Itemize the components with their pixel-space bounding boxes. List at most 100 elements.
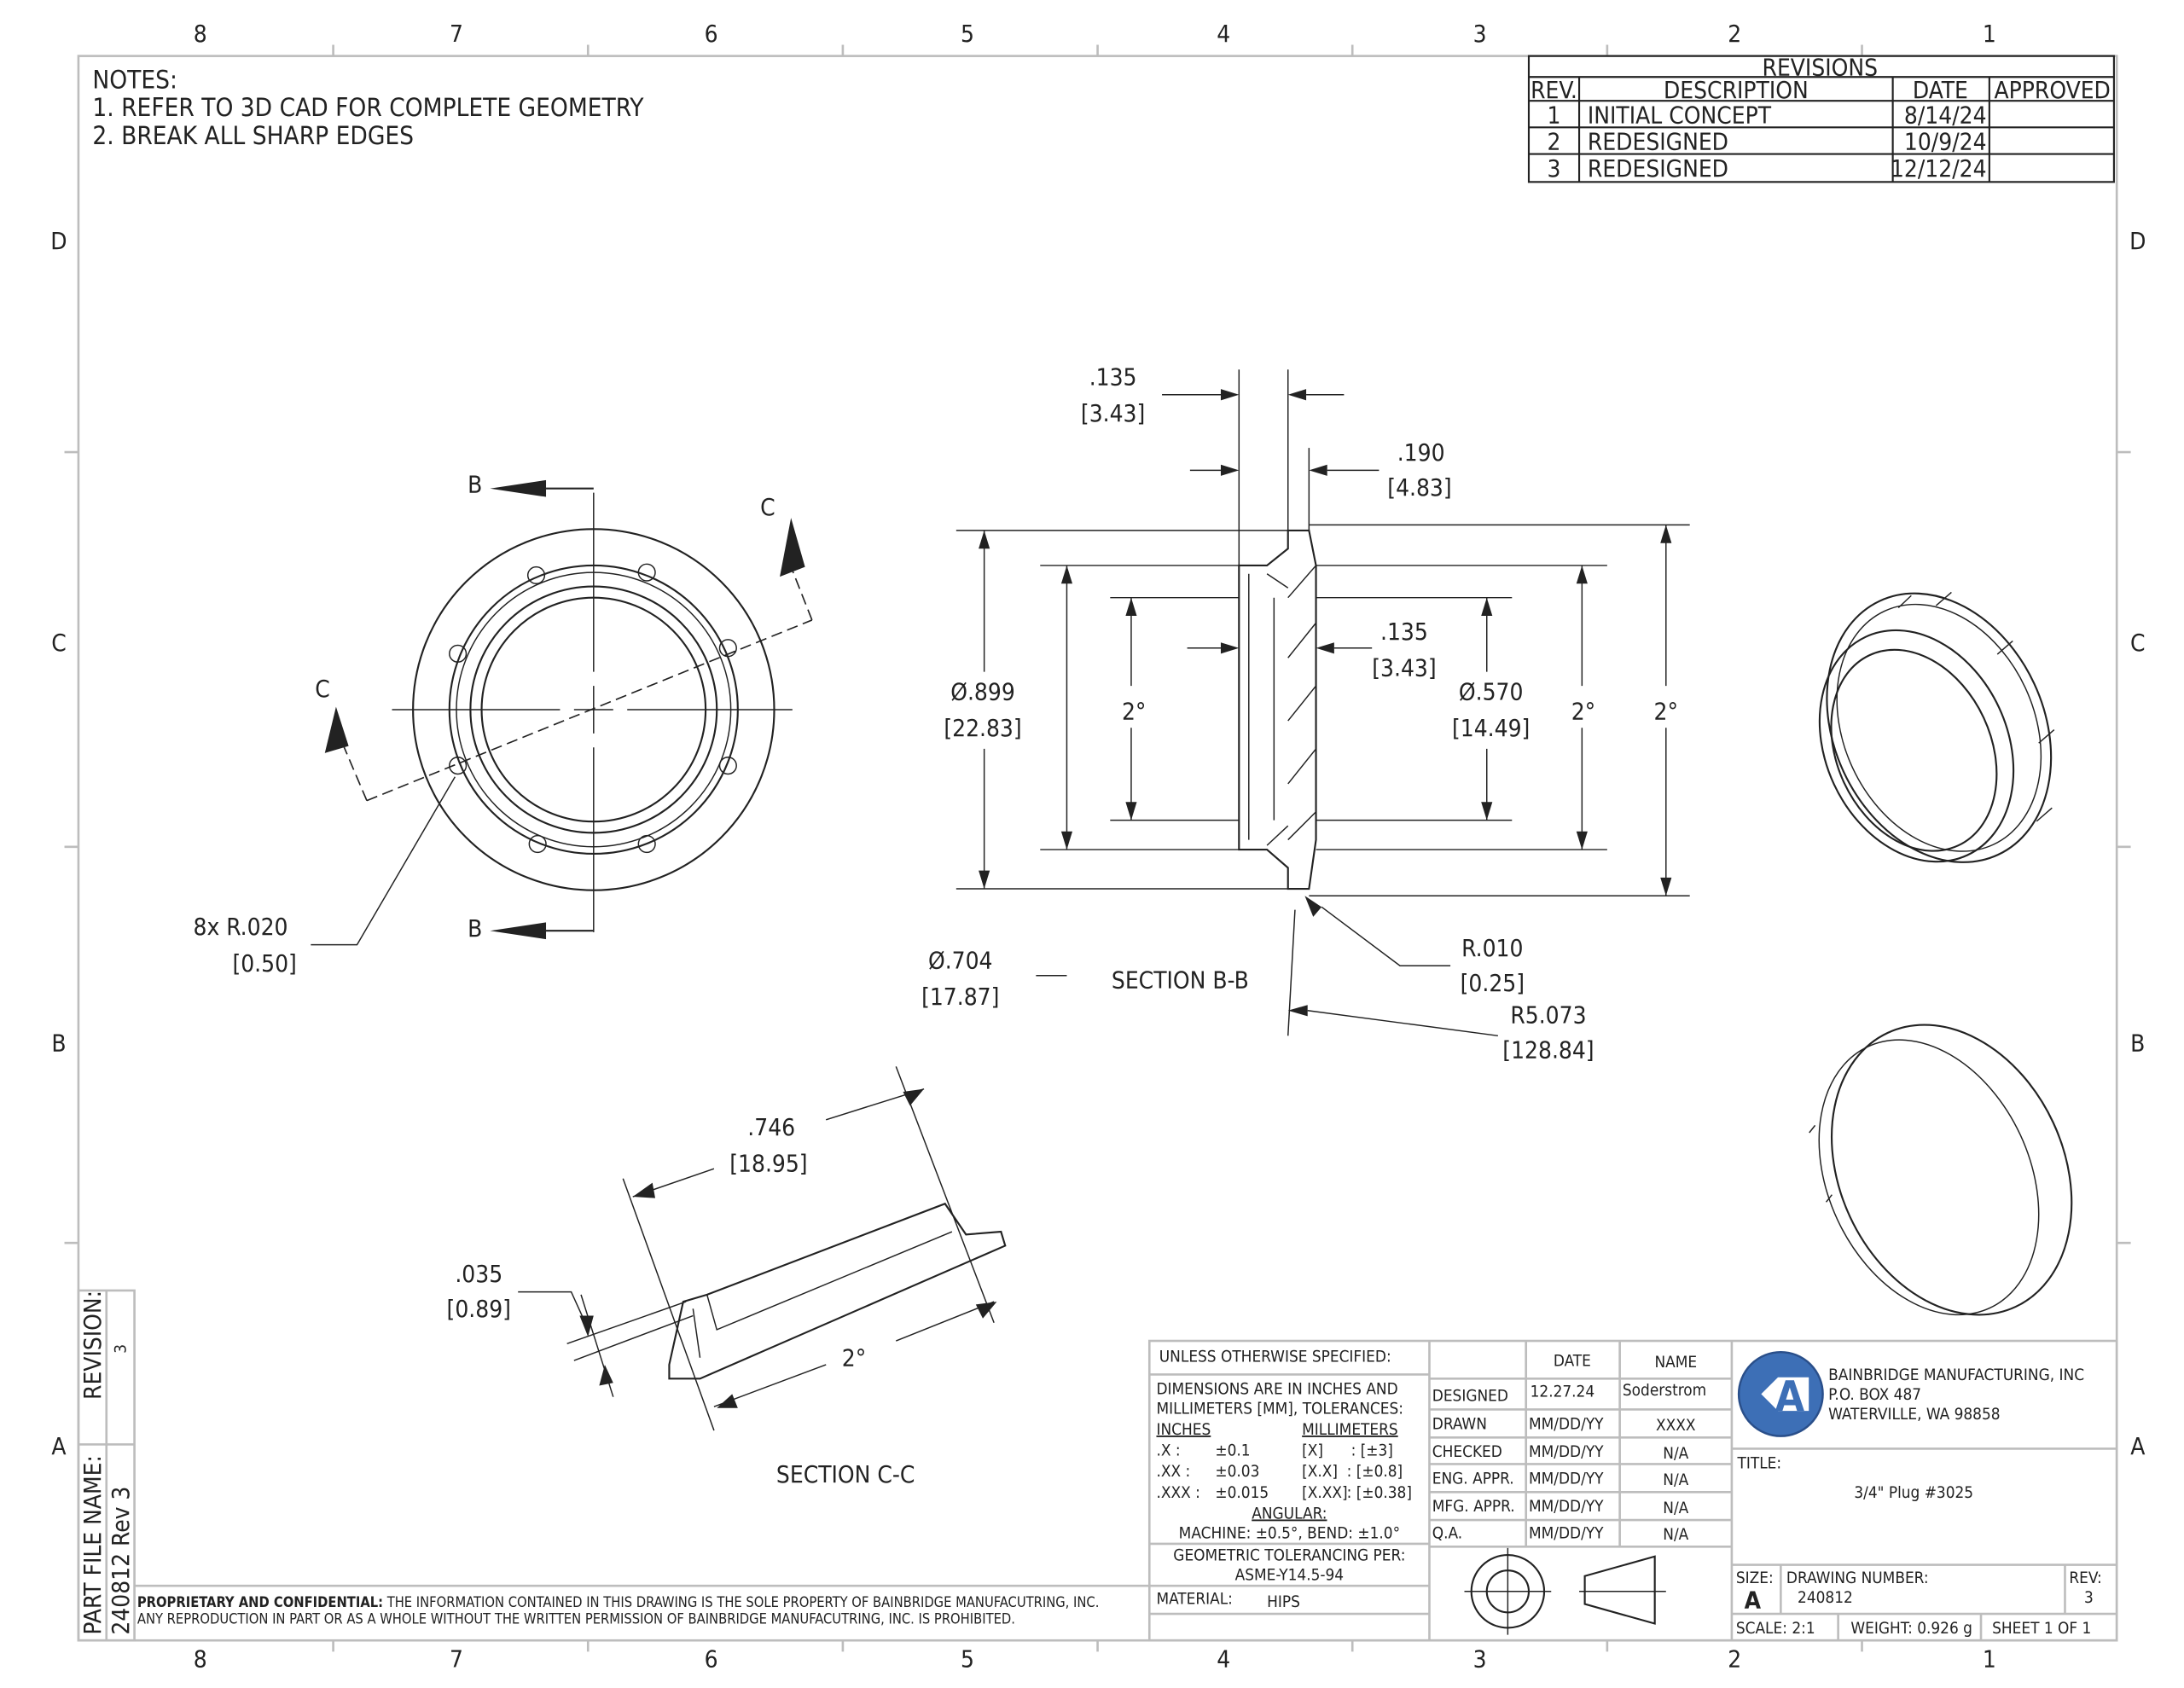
front-view: B B C C 8x R.020 [0.50]	[194, 471, 813, 977]
zone-col-7: 7	[450, 20, 463, 48]
svg-text:.XXX :: .XXX :	[1156, 1483, 1199, 1502]
zone-row-b: B	[2130, 1029, 2145, 1057]
approval-row: MFG. APPR. MM/DD/YY N/A	[1432, 1497, 1689, 1517]
svg-text:REDESIGNED: REDESIGNED	[1588, 128, 1728, 156]
svg-text:TITLE:: TITLE:	[1736, 1453, 1781, 1472]
dim-flange-mm: [4.83]	[1387, 473, 1451, 502]
svg-text:.X :: .X :	[1156, 1441, 1180, 1460]
svg-text:DESIGNED: DESIGNED	[1432, 1387, 1508, 1406]
zone-col-1: 1	[1983, 20, 1996, 48]
revision-label: REVISION:	[78, 1291, 107, 1400]
dim-wall: .135	[1380, 618, 1428, 646]
zone-row-c: C	[2130, 629, 2146, 657]
section-c-label: C	[760, 493, 775, 521]
dim-body-diameter: Ø.704	[928, 947, 993, 975]
weight: WEIGHT: 0.926 g	[1850, 1619, 1972, 1638]
revisions-title: REVISIONS	[1763, 54, 1879, 82]
unless-specified: UNLESS OTHERWISE SPECIFIED:	[1159, 1348, 1391, 1366]
svg-text:DATE: DATE	[1554, 1352, 1591, 1371]
svg-text:10/9/24: 10/9/24	[1904, 128, 1987, 156]
svg-text:±0.1: ±0.1	[1215, 1441, 1250, 1460]
sheet-number: SHEET 1 OF 1	[1992, 1619, 2091, 1638]
svg-text:REV:: REV:	[2069, 1569, 2101, 1587]
isometric-view-front	[1809, 1024, 2073, 1316]
svg-text:MATERIAL:: MATERIAL:	[1156, 1590, 1232, 1609]
sheet-size: A	[1745, 1586, 1762, 1614]
description-header: DESCRIPTION	[1664, 76, 1809, 104]
title-block: UNLESS OTHERWISE SPECIFIED: DIMENSIONS A…	[1147, 1339, 2118, 1642]
note-1: 1. REFER TO 3D CAD FOR COMPLETE GEOMETRY	[92, 93, 644, 122]
isometric-view-back	[1818, 591, 2055, 863]
tolerance-row: .XXX :±0.015[X.XX]: [±0.38]	[1156, 1483, 1412, 1502]
svg-text:GEOMETRIC TOLERANCING PER:: GEOMETRIC TOLERANCING PER:	[1173, 1546, 1405, 1565]
zone-col-2: 2	[1728, 1644, 1741, 1673]
dim-length: .746	[747, 1113, 795, 1141]
svg-text:12/12/24: 12/12/24	[1891, 154, 1987, 183]
rev-header: REV.	[1531, 76, 1577, 104]
dim-length-mm: [18.95]	[729, 1149, 807, 1177]
zone-row-a: A	[2130, 1432, 2145, 1460]
svg-text:SIZE:: SIZE:	[1736, 1569, 1774, 1587]
zone-col-1: 1	[1983, 1644, 1996, 1673]
svg-text:MILLIMETERS [MM], TOLERANCES:: MILLIMETERS [MM], TOLERANCES:	[1156, 1399, 1403, 1418]
part-file-name-value: 240812 Rev 3	[107, 1487, 135, 1635]
company-name: BAINBRIDGE MANUFACTURING, INC	[1828, 1366, 2084, 1384]
svg-text:ENG. APPR.: ENG. APPR.	[1432, 1469, 1514, 1488]
dim-inner-diameter: Ø.570	[1459, 677, 1524, 705]
notes: NOTES: 1. REFER TO 3D CAD FOR COMPLETE G…	[92, 65, 644, 150]
dim-outer-diameter-mm: [22.83]	[944, 714, 1021, 742]
dim-draft: 2°	[842, 1344, 867, 1372]
fillet-dim: 8x R.020	[194, 913, 288, 941]
svg-text:NAME: NAME	[1654, 1353, 1697, 1372]
section-c-c-label: SECTION C-C	[776, 1460, 915, 1488]
drawing-number: 240812	[1798, 1588, 1853, 1607]
zone-row-b: B	[51, 1029, 66, 1057]
notes-title: NOTES:	[92, 65, 177, 94]
section-b-label: B	[468, 471, 482, 499]
svg-text:8/14/24: 8/14/24	[1904, 101, 1987, 129]
dim-outer-diameter: Ø.899	[950, 677, 1015, 705]
svg-text:MM/DD/YY: MM/DD/YY	[1529, 1414, 1604, 1433]
section-b-b: .135 [3.43] .190 [4.83] .135 [3.43] Ø.89…	[921, 363, 1690, 1064]
dim-radius-large-mm: [128.84]	[1502, 1036, 1594, 1064]
svg-text:PROPRIETARY AND CONFIDENTIAL:: PROPRIETARY AND CONFIDENTIAL: THE INFORM…	[137, 1594, 1100, 1610]
zone-row-d: D	[50, 227, 67, 255]
svg-text:ASME-Y14.5-94: ASME-Y14.5-94	[1235, 1566, 1344, 1585]
svg-text:Soderstrom: Soderstrom	[1623, 1381, 1706, 1400]
svg-text:A: A	[1775, 1372, 1805, 1421]
svg-text:CHECKED: CHECKED	[1432, 1442, 1502, 1461]
zone-row-d: D	[2129, 227, 2146, 255]
zone-col-8: 8	[194, 1644, 207, 1673]
zone-col-6: 6	[705, 1644, 718, 1673]
svg-text:±0.015: ±0.015	[1215, 1483, 1269, 1502]
svg-text:[X.XX]: [X.XX]	[1302, 1483, 1348, 1502]
svg-text:INCHES: INCHES	[1156, 1420, 1211, 1439]
svg-text:: [±0.8]: : [±0.8]	[1347, 1462, 1403, 1481]
svg-text:DRAWING NUMBER:: DRAWING NUMBER:	[1786, 1569, 1929, 1587]
svg-text:.XX :: .XX :	[1156, 1462, 1190, 1481]
zone-col-7: 7	[450, 1644, 463, 1673]
dim-draft: 2°	[1654, 697, 1679, 725]
proprietary-notice: PROPRIETARY AND CONFIDENTIAL: THE INFORM…	[134, 1584, 1150, 1627]
svg-text:N/A: N/A	[1663, 1444, 1688, 1463]
date-header: DATE	[1913, 76, 1968, 104]
zone-col-5: 5	[961, 1644, 974, 1673]
fillet-bumps	[449, 563, 737, 854]
svg-text:[X.X]: [X.X]	[1302, 1462, 1338, 1481]
zone-row-c: C	[51, 629, 67, 657]
svg-text:MM/DD/YY: MM/DD/YY	[1529, 1442, 1604, 1461]
approval-row: CHECKED MM/DD/YY N/A	[1432, 1442, 1689, 1463]
dim-radius-small: R.010	[1461, 934, 1523, 962]
svg-text:N/A: N/A	[1663, 1499, 1688, 1517]
dim-draft: 2°	[1122, 697, 1147, 725]
svg-text:MM/DD/YY: MM/DD/YY	[1529, 1497, 1604, 1516]
svg-text:±0.03: ±0.03	[1215, 1462, 1259, 1481]
svg-text:MFG. APPR.: MFG. APPR.	[1432, 1497, 1515, 1516]
side-strip: REVISION: 3 PART FILE NAME: 240812 Rev 3	[77, 1289, 136, 1642]
